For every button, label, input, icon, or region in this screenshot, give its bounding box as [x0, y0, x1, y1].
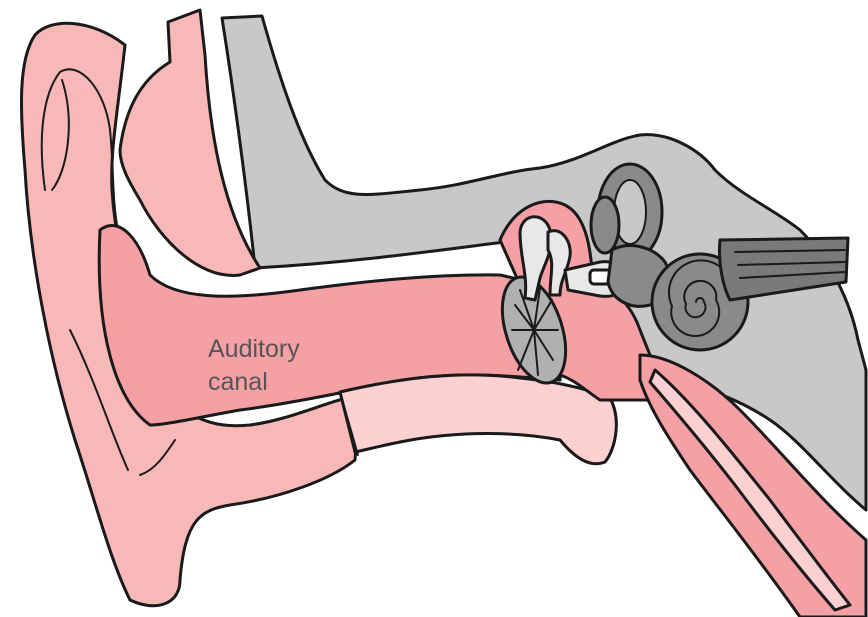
label-auditory-canal-line1: Auditory — [208, 335, 300, 363]
canal-floor — [340, 375, 616, 464]
label-auditory-canal-line2: canal — [208, 368, 268, 396]
